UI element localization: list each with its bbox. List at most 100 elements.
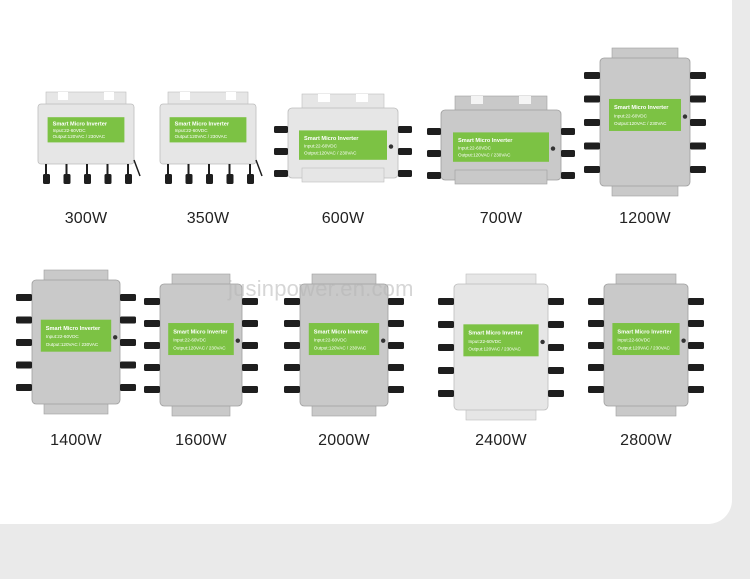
status-led: [381, 338, 386, 343]
connector: [688, 342, 704, 349]
label-title: Smart Micro Inverter: [468, 331, 523, 337]
connector: [16, 294, 32, 301]
power-rating-label: 1200W: [619, 210, 671, 227]
product-label: [168, 323, 234, 356]
cable: [133, 159, 141, 177]
micro-inverter-image: Smart Micro InverterInput:22-60VDCOutput…: [274, 93, 412, 183]
power-rating-label: 1400W: [50, 432, 102, 449]
connector: [548, 367, 564, 374]
connector: [427, 128, 441, 135]
label-title: Smart Micro Inverter: [614, 105, 669, 111]
status-led: [388, 144, 394, 149]
power-rating-label: 300W: [64, 210, 108, 227]
label-title: Smart Micro Inverter: [314, 329, 369, 335]
connector: [274, 126, 288, 133]
connector: [144, 320, 160, 327]
micro-inverter-image: Smart Micro InverterInput:22-60VDCOutput…: [144, 273, 258, 417]
label-output: Output:120VAC / 230VAC: [458, 153, 511, 158]
connector: [548, 344, 564, 351]
connector: [690, 95, 706, 103]
label-output: Output:120VAC / 230VAC: [614, 121, 667, 126]
connector: [548, 298, 564, 305]
connector: [584, 142, 600, 150]
connector: [144, 342, 160, 349]
label-output: Output:120VAC / 230VAC: [46, 342, 99, 347]
connector: [561, 150, 575, 157]
micro-inverter-image: Smart Micro InverterInput:22-60VDCOutput…: [588, 273, 704, 417]
label-title: Smart Micro Inverter: [46, 326, 101, 332]
connector: [144, 364, 160, 371]
power-rating-label: 1600W: [175, 432, 227, 449]
status-led: [682, 114, 688, 119]
product-label: [40, 319, 112, 352]
connector: [438, 298, 454, 305]
product-label: [47, 117, 125, 143]
micro-inverter-image: Smart Micro InverterInput:22-60VDCOutput…: [284, 273, 404, 417]
connector: [284, 342, 300, 349]
connector: [588, 364, 604, 371]
connector: [242, 298, 258, 305]
connector: [388, 298, 404, 305]
connector: [561, 172, 575, 179]
label-input: Input:22-60VDC: [458, 145, 492, 150]
label-input: Input:22-60VDC: [614, 114, 648, 119]
connector: [388, 386, 404, 393]
connector: [388, 320, 404, 327]
label-input: Input:22-60VDC: [46, 334, 80, 339]
product-label: [308, 323, 380, 356]
product-label: [169, 117, 247, 143]
connector: [284, 364, 300, 371]
connector: [284, 320, 300, 327]
micro-inverter-image: Smart Micro InverterInput:22-60VDCOutput…: [159, 91, 263, 184]
connector: [688, 364, 704, 371]
label-title: Smart Micro Inverter: [175, 121, 230, 127]
label-input: Input:22-60VDC: [468, 339, 502, 344]
product-label: [612, 323, 680, 356]
connector: [427, 172, 441, 179]
power-rating-label: 2000W: [318, 432, 370, 449]
product-label: [453, 132, 549, 162]
connector: [398, 148, 412, 155]
micro-inverter-image: Smart Micro InverterInput:22-60VDCOutput…: [37, 91, 141, 184]
connector: [584, 166, 600, 173]
product-label: [463, 324, 539, 357]
connector: [427, 150, 441, 157]
connector: [274, 148, 288, 155]
connector: [588, 298, 604, 305]
connector: [120, 339, 136, 346]
connector: [588, 386, 604, 393]
connector: [438, 390, 454, 397]
product-label: [609, 98, 681, 131]
connector: [16, 316, 32, 324]
watermark: jusinpower.en.com: [228, 276, 414, 301]
connector: [206, 174, 213, 184]
connector: [688, 320, 704, 327]
status-led: [540, 339, 545, 345]
status-led: [550, 146, 556, 151]
label-title: Smart Micro Inverter: [173, 329, 228, 335]
connector: [242, 320, 258, 327]
connector: [185, 174, 193, 184]
power-rating-label: 2400W: [475, 432, 527, 449]
connector: [144, 386, 160, 393]
connector: [438, 321, 454, 328]
connector: [104, 174, 112, 184]
label-output: Output:120VAC / 230VAC: [175, 134, 228, 139]
connector: [588, 342, 604, 349]
connector: [120, 294, 136, 301]
connector: [43, 174, 50, 184]
label-output: Output:120VAC / 230VAC: [468, 347, 521, 352]
connector: [125, 174, 132, 184]
connector: [16, 339, 32, 346]
micro-inverter-image: Smart Micro InverterInput:22-60VDCOutput…: [427, 95, 575, 185]
connector: [548, 390, 564, 397]
